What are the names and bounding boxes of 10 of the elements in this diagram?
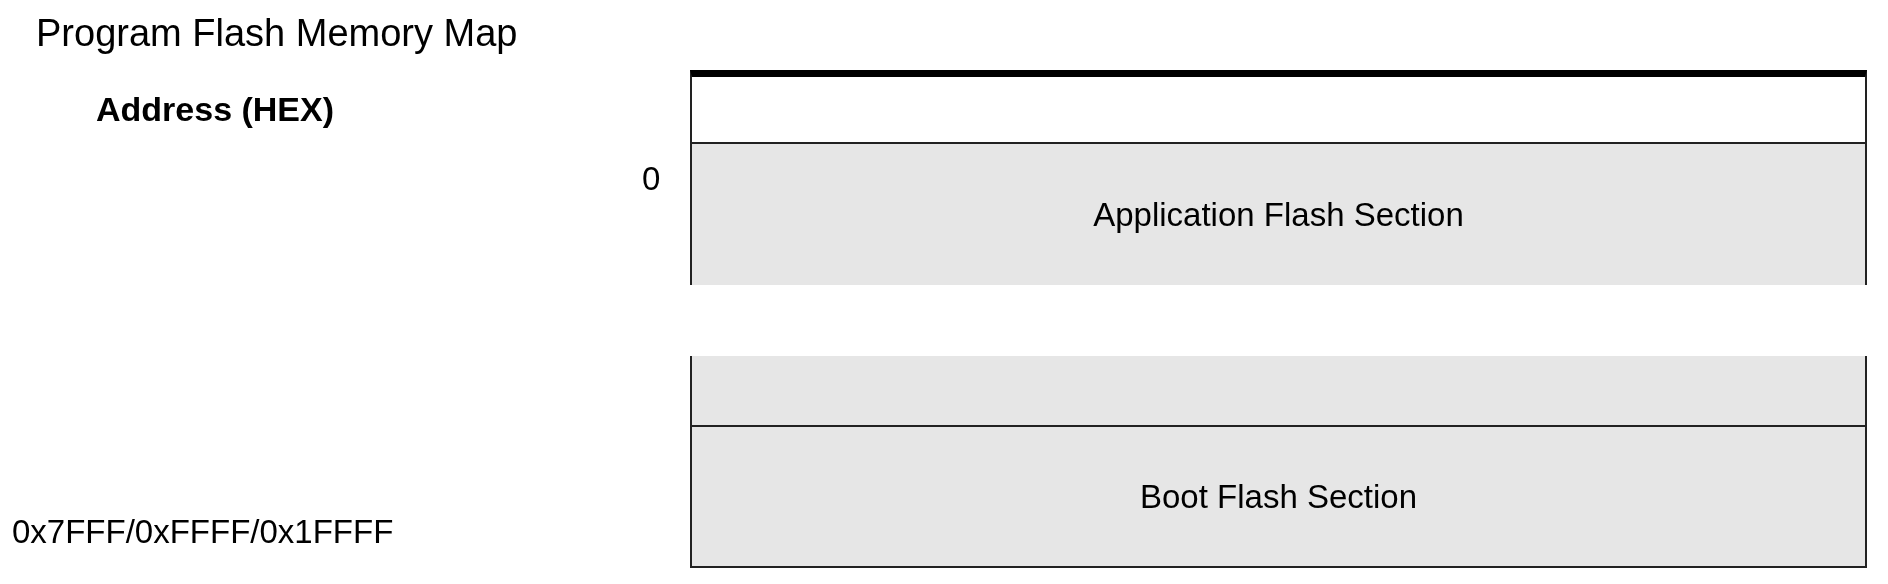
column-heading: Address (HEX) (96, 90, 335, 129)
memory-region (690, 70, 1867, 144)
memory-section (690, 427, 1867, 568)
section-label: Application Flash Section (1093, 195, 1464, 234)
address-label: 0x7FFF/0xFFFF/0x1FFFF (12, 513, 394, 551)
address-label: 0 (642, 160, 661, 198)
diagram-title: Program Flash Memory Map (36, 12, 518, 55)
section-label: Boot Flash Section (1140, 477, 1417, 516)
memory-region (690, 356, 1867, 427)
memory-section (690, 144, 1867, 285)
